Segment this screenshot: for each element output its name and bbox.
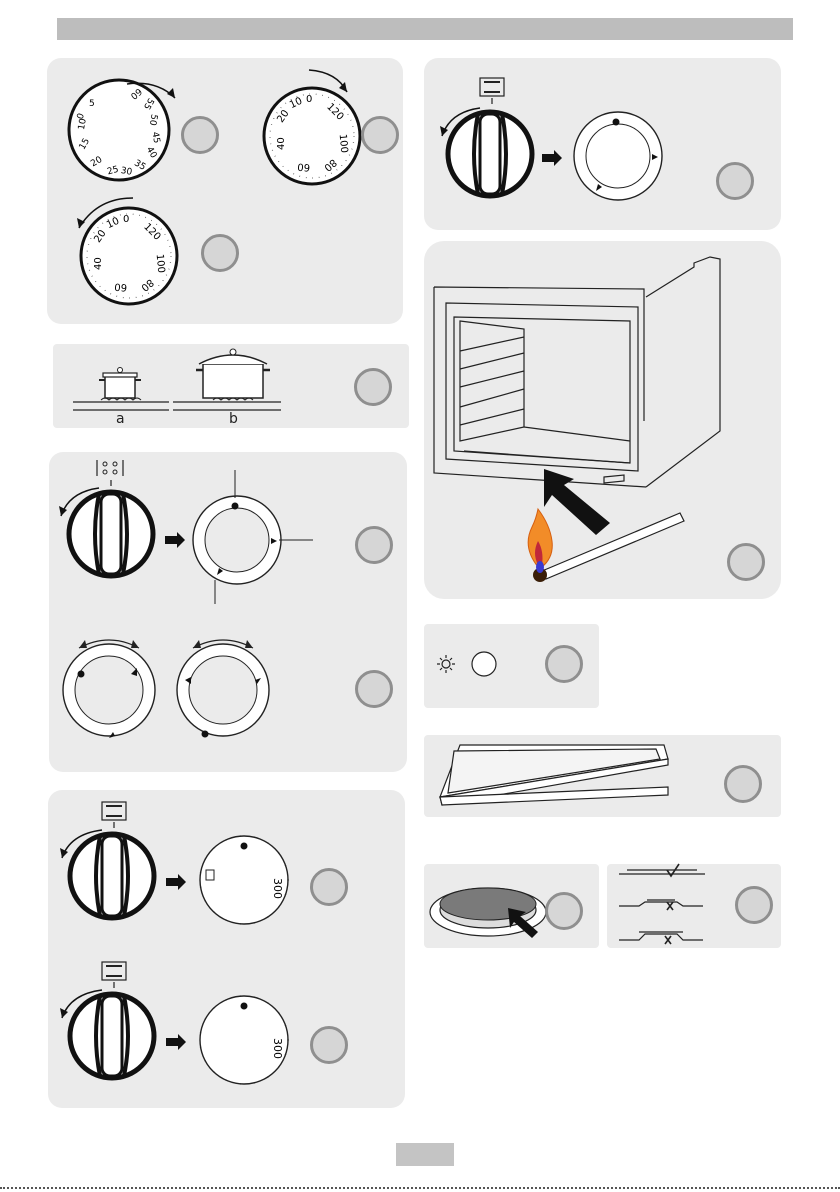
step-badge [354,368,392,406]
panel-baking-tray [424,735,781,817]
panel-oven-ignition [424,241,781,599]
step-badge [716,162,754,200]
timer-dial-2-tick: 100 [337,133,350,153]
arrow-pointer-icon [544,469,610,535]
knob-position-dial [574,112,662,200]
max-temp-label: 300 [271,878,284,899]
timer-dial-3-tick: 0 [123,214,129,225]
step-badge [735,886,773,924]
step-badge [310,1026,348,1064]
step-badge [724,765,762,803]
step-badge [355,526,393,564]
large-pot-icon [196,349,270,400]
oven-cavity [434,257,720,487]
flame-adjust-dial-2 [177,640,269,738]
arrow-right-icon [166,1034,186,1050]
pot-label-b: b [229,411,238,427]
rotate-arrow-head [77,218,85,228]
placement-correct [619,864,705,876]
timer-dial-1: 0 5 10 15 20 25 30 35 40 45 50 55 60 [69,80,169,180]
oven-symbol-icon [480,78,504,104]
pot-label-a: a [116,411,125,427]
oven-temp-dial-1: 300 [200,836,288,924]
panel-hob-knob [49,452,407,772]
step-badge [201,234,239,272]
page-number-tab [396,1143,454,1166]
placement-incorrect-1 [619,900,703,910]
burner-symbol-icon [97,460,123,486]
step-badge [181,116,219,154]
oven-symbol-icon [102,802,126,828]
light-button [472,652,496,676]
step-badge [545,645,583,683]
panel-oven-knob-start [424,58,781,230]
timer-dial-1-tick: 45 [149,131,161,144]
oven-knob-icon [440,108,532,196]
timer-dial-2-tick: 0 [306,94,312,105]
timer-dial-2-tick: 60 [297,160,311,172]
timer-dial-2-tick: 40 [276,137,287,150]
timer-dial-3-tick: 60 [114,280,128,292]
oven-temp-dial-2: 300 [200,996,288,1084]
step-badge [355,670,393,708]
panel-pot-sizes: a b [53,344,409,428]
placement-incorrect-2 [619,932,703,944]
timer-dial-3: 20 10 0 120 100 80 60 40 [81,208,177,304]
step-badge [545,892,583,930]
timer-dial-2: 20 10 0 120 100 80 60 40 [264,88,360,184]
arrow-right-icon [542,150,562,166]
panel-timer-dials: 0 5 10 15 20 25 30 35 40 45 50 55 60 20 … [47,58,403,324]
panel-oven-light [424,624,599,708]
arrow-right-icon [165,532,185,548]
timer-dial-3-tick: 40 [93,257,104,270]
arrow-right-icon [166,874,186,890]
panel-oven-thermostat: 300 300 [48,790,405,1108]
panel-burner-cap [424,864,599,948]
timer-dial-1-tick: 50 [147,113,159,126]
small-pot-icon [99,368,141,401]
step-badge [727,543,765,581]
flame-adjust-dial-1 [63,640,155,738]
step-badge [361,116,399,154]
timer-dial-1-tick: 30 [120,166,133,178]
rotate-arrow-head [167,88,175,98]
header-bar [57,18,793,40]
oven-symbol-icon [102,962,126,988]
knob-position-dial [193,470,313,604]
light-bulb-icon [437,655,455,673]
max-temp-label: 300 [271,1038,284,1059]
step-badge [310,868,348,906]
hob-knob-icon [59,488,153,576]
timer-dial-1-tick: 5 [89,99,95,109]
oven-knob-icon [60,990,154,1078]
footer-rule [0,1187,840,1189]
baking-tray-icon [440,745,668,805]
oven-knob-icon [60,830,154,918]
timer-dial-3-tick: 100 [154,253,167,273]
timer-dial-1-tick: 10 [77,117,89,130]
panel-pan-placement [607,864,781,948]
